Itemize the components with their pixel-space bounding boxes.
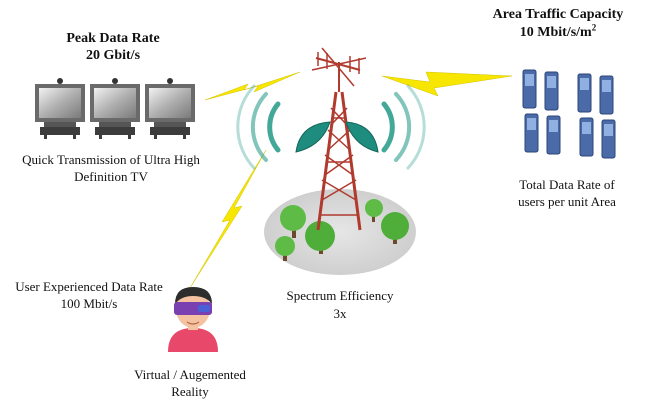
peak-rate-caption-line1: Quick Transmission of Ultra High [22, 152, 200, 167]
area-traffic-caption-line2: users per unit Area [518, 194, 616, 209]
user-experienced-value: 100 Mbit/s [60, 296, 118, 311]
phone-icon [599, 75, 614, 115]
radio-waves-icon [236, 84, 426, 170]
peak-rate-title: Peak Data Rate [66, 31, 160, 46]
dish-left-icon [295, 121, 331, 153]
spectrum-title: Spectrum Efficiency [286, 288, 394, 303]
tree-icon [275, 236, 295, 256]
phone-icon [579, 117, 594, 157]
tv-icon [90, 78, 140, 139]
trees [275, 199, 409, 261]
spectrum-value: 3x [333, 306, 347, 321]
tv-icon [145, 78, 195, 139]
peak-rate-caption-line2: Definition TV [74, 169, 148, 184]
lightning-to-phones-icon [381, 71, 513, 97]
dish-right-icon [345, 121, 379, 153]
tree-icon [365, 199, 383, 217]
tree-icon [280, 205, 306, 231]
phone-icon [601, 119, 616, 159]
cell-tower-icon [311, 47, 367, 231]
tree-icon [381, 212, 409, 240]
phone-icon [522, 69, 537, 109]
tv-icon [35, 78, 85, 139]
satellite-dishes [295, 121, 379, 153]
vr-person-icon [168, 287, 218, 352]
lightning-to-tvs-icon [204, 71, 301, 101]
phone-icon [546, 115, 561, 155]
area-traffic-value: 10 Mbit/s/m2 [476, 22, 640, 41]
phone-icon [524, 113, 539, 153]
tv-group [35, 78, 195, 139]
user-experienced-title: User Experienced Data Rate [15, 279, 163, 294]
area-traffic-value-sup: 2 [591, 22, 597, 33]
area-traffic-value-base: 10 Mbit/s/m [519, 25, 592, 40]
vr-caption-line1: Virtual / Augemented [134, 367, 246, 382]
phone-group [522, 69, 616, 159]
vr-caption-line2: Reality [171, 384, 209, 399]
area-traffic-caption-line1: Total Data Rate of [519, 177, 615, 192]
area-traffic-title: Area Traffic Capacity [492, 7, 624, 22]
tree-icon [305, 221, 335, 251]
phone-icon [544, 71, 559, 111]
peak-rate-value: 20 Gbit/s [85, 48, 141, 63]
phone-icon [577, 73, 592, 113]
